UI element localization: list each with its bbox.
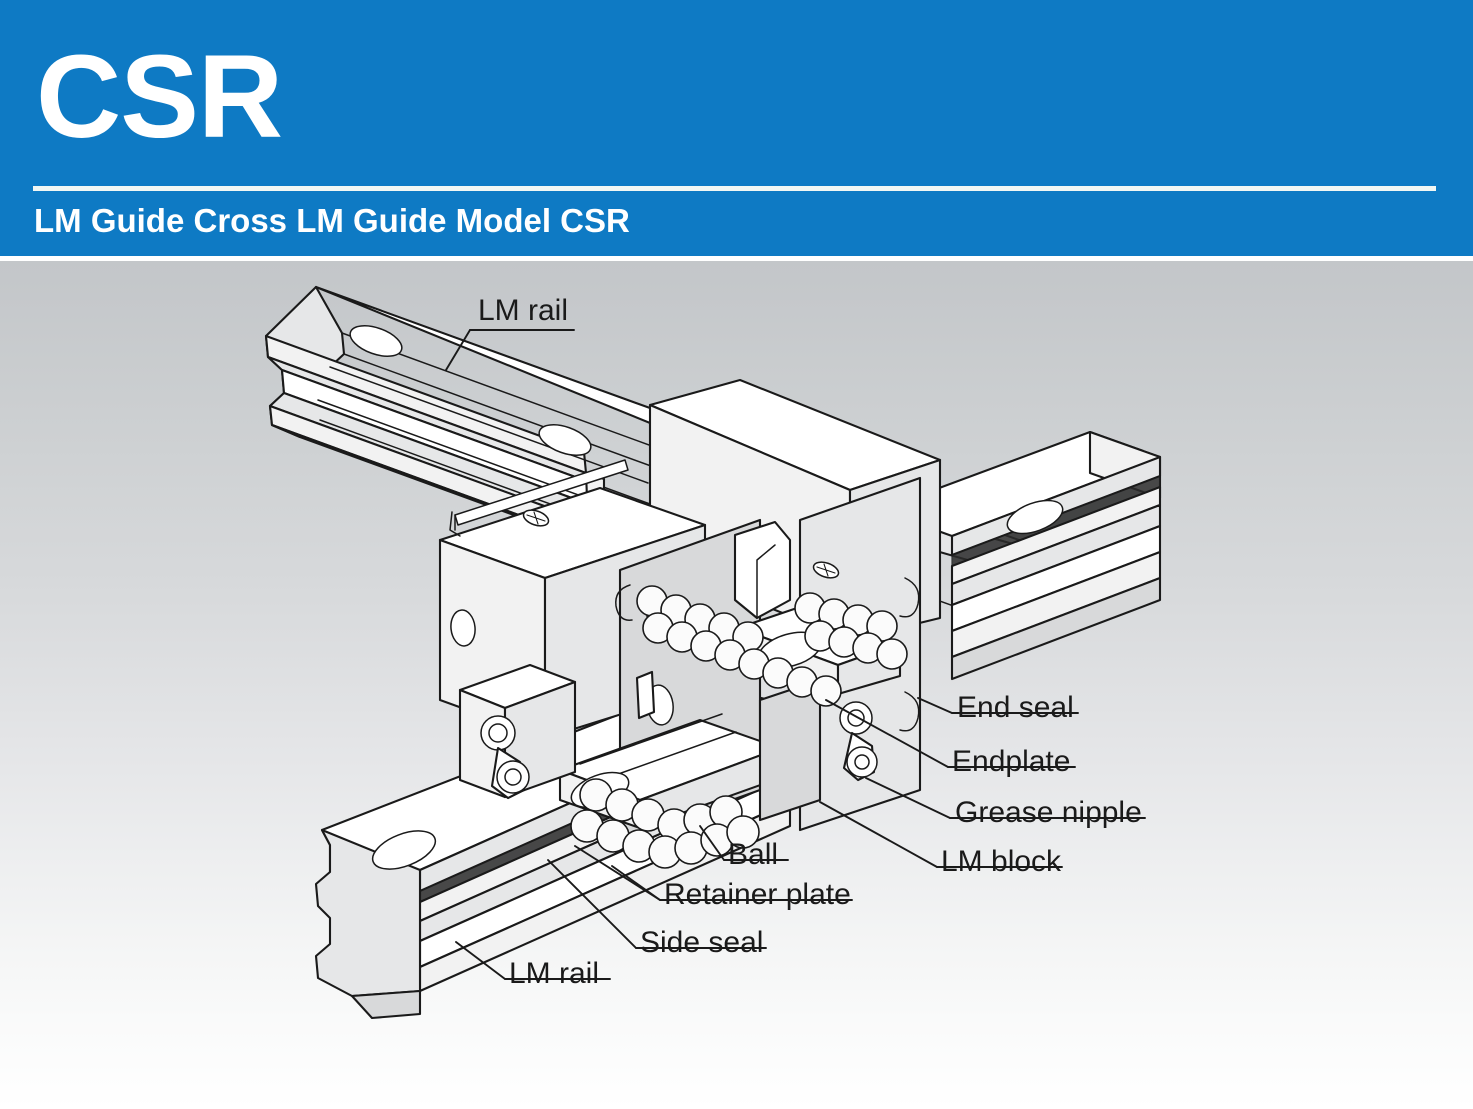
end-seal-tabs <box>615 577 920 732</box>
callout-end-seal: End seal <box>957 691 1074 724</box>
ball-chain-lower <box>570 778 760 869</box>
callout-ball: Ball <box>728 838 779 871</box>
callout-grease-nipple: Grease nipple <box>955 796 1142 829</box>
header-divider <box>33 186 1436 191</box>
callout-lm-rail-bottom: LM rail <box>509 957 600 990</box>
screw-detail-2 <box>812 561 840 579</box>
retainer-pin <box>635 670 656 720</box>
header-bottom-border <box>0 256 1473 261</box>
lm-rail-right <box>878 430 1162 681</box>
grease-nipple-left <box>480 715 530 800</box>
ball-chain-upper-right <box>794 592 908 670</box>
callout-endplate: Endplate <box>952 745 1071 778</box>
leader-lines <box>445 329 1146 980</box>
callout-lm-rail-top: LM rail <box>478 294 569 327</box>
center-step <box>733 520 792 620</box>
screw-detail-1 <box>522 509 550 527</box>
callout-retainer-plate: Retainer plate <box>664 878 851 911</box>
page-title: CSR <box>36 31 283 163</box>
ball-chain-upper-left <box>636 585 842 707</box>
page-header: CSR LM Guide Cross LM Guide Model CSR <box>0 0 1473 256</box>
callout-side-seal: Side seal <box>640 926 764 959</box>
page-subtitle: LM Guide Cross LM Guide Model CSR <box>34 202 630 239</box>
endplate-face <box>758 678 822 822</box>
callout-lm-block: LM block <box>941 845 1062 878</box>
side-seal-strip <box>454 459 629 526</box>
